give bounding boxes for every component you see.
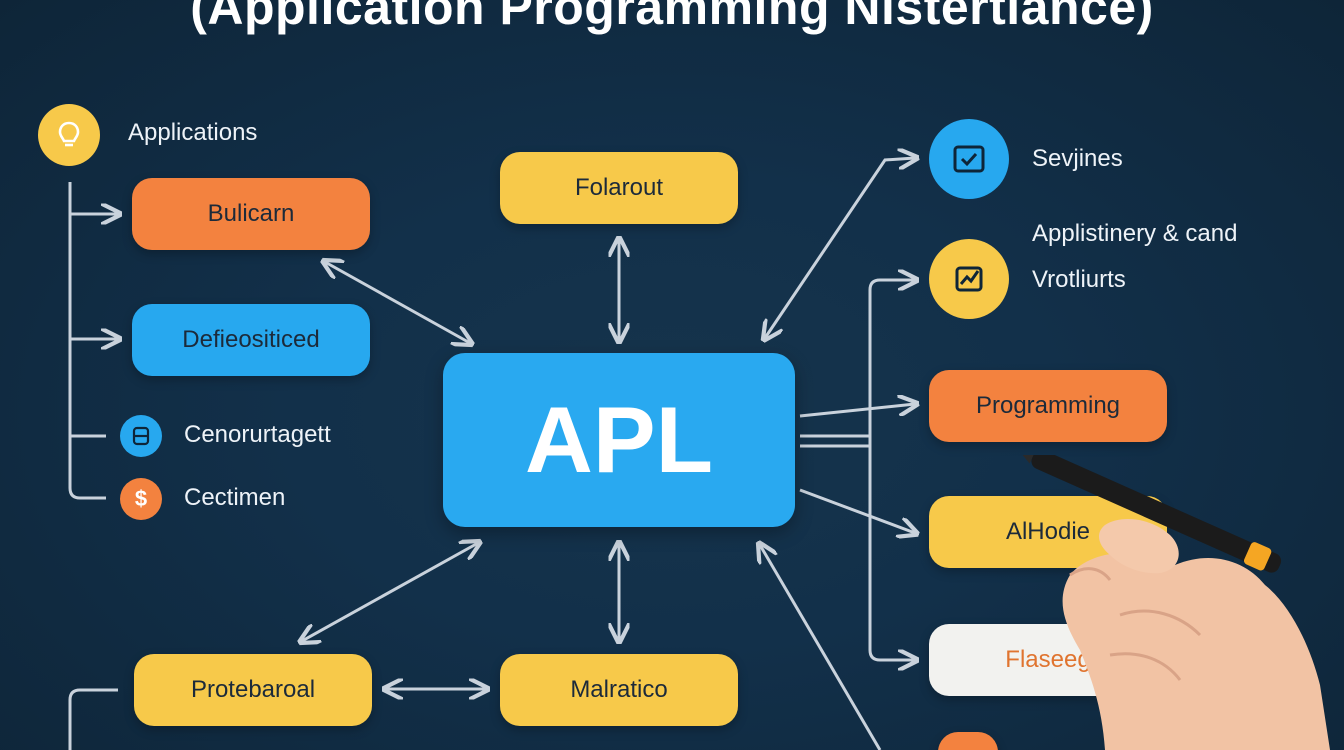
center-apl-node[interactable]: APL — [443, 353, 795, 527]
arrow-center-bottom-right — [760, 545, 882, 750]
cectimen-label: Cectimen — [184, 484, 286, 511]
programming-node[interactable]: Programming — [929, 370, 1167, 442]
arrow-center-protebaroal — [302, 543, 478, 641]
lightbulb-icon — [38, 104, 100, 166]
chart-check-icon — [929, 239, 1009, 319]
page-title: (Application Programming Nistertiance) — [190, 0, 1154, 35]
check-square-icon — [929, 119, 1009, 199]
left-tree-trunk — [68, 182, 106, 500]
bulicarn-node[interactable]: Bulicarn — [132, 178, 370, 250]
dollar-symbol: $ — [134, 486, 148, 511]
protebaroal-node[interactable]: Protebaroal — [134, 654, 372, 726]
bottom-right-node-partial[interactable] — [938, 732, 998, 750]
hand-with-pen-illustration — [1018, 455, 1330, 750]
dollar-icon: $ — [120, 478, 162, 520]
defieositiced-node[interactable]: Defieositiced — [132, 304, 370, 376]
folarout-node[interactable]: Folarout — [500, 152, 738, 224]
arrow-center-programming — [799, 404, 915, 418]
right-tree-trunk — [868, 280, 915, 660]
sevjines-label: Sevjines — [1032, 145, 1123, 172]
arrow-center-alhodie — [799, 488, 915, 533]
database-icon — [120, 415, 162, 457]
applications-heading: Applications — [128, 119, 258, 146]
applistinery-label: Applistinery & cand — [1032, 220, 1238, 247]
arrow-center-sevjines — [765, 158, 915, 338]
cenorurtagett-label: Cenorurtagett — [184, 421, 331, 448]
bottom-left-stub — [68, 688, 118, 750]
vrotliurts-label: Vrotliurts — [1032, 266, 1126, 293]
malratico-node[interactable]: Malratico — [500, 654, 738, 726]
arrow-bulicarn-center — [325, 262, 470, 343]
